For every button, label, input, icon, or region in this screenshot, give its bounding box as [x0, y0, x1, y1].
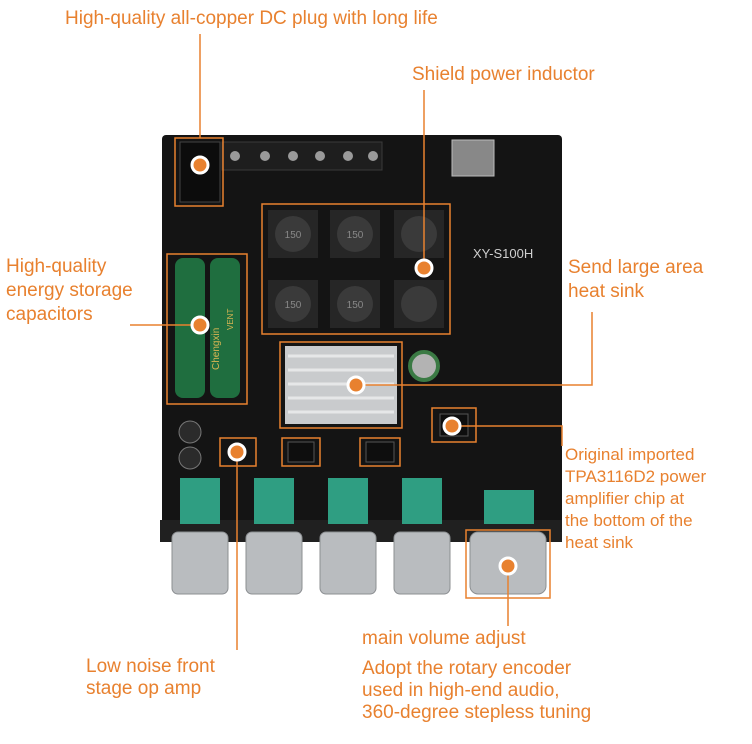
- capacitor: [175, 258, 205, 398]
- capacitor: [210, 258, 240, 398]
- inductor: 150: [268, 280, 318, 328]
- inductor-marking: 150: [285, 230, 302, 241]
- op-amp-highlight: [359, 437, 401, 467]
- small-capacitor: [178, 420, 202, 444]
- op-amp-chip: [365, 441, 395, 463]
- inductor: 150: [330, 280, 380, 328]
- label-op-amp: Low noise front stage op amp: [86, 656, 215, 699]
- chip-highlight: [431, 407, 477, 443]
- capacitor-highlight: [166, 253, 248, 405]
- inductor: 150: [330, 210, 380, 258]
- inductor-marking: 150: [347, 230, 364, 241]
- label-capacitors: High-quality energy storage capacitors: [6, 256, 133, 325]
- leader-dots: [190, 155, 518, 576]
- small-capacitor: [178, 446, 202, 470]
- inductor: 150: [268, 210, 318, 258]
- inductor-highlight: [261, 203, 451, 335]
- leader-lines: [130, 34, 593, 650]
- inductor: [394, 280, 444, 328]
- dc-plug: [179, 141, 221, 203]
- board-model: XY-S100H: [473, 246, 533, 261]
- inductor-group: 150 150 150 150: [268, 210, 444, 328]
- screw-terminal-row: [221, 141, 383, 171]
- op-amp-highlight: [281, 437, 321, 467]
- label-dc-plug: High-quality all-copper DC plug with lon…: [65, 8, 438, 29]
- terminal-screws: [230, 151, 378, 161]
- small-capacitor: [408, 350, 440, 382]
- op-amp-highlight: [219, 437, 257, 467]
- inductor-marking: 150: [285, 300, 302, 311]
- op-amp-chip: [287, 441, 315, 463]
- inductor: [394, 210, 444, 258]
- green-connector-row: [180, 478, 534, 524]
- usb-port: [451, 139, 495, 177]
- label-volume: main volume adjust: [362, 628, 526, 649]
- label-chip: Original imported TPA3116D2 power amplif…: [565, 445, 707, 552]
- knob-row: [171, 531, 547, 595]
- dc-plug-highlight: [174, 137, 224, 207]
- label-inductor: Shield power inductor: [412, 64, 595, 85]
- capacitor-vent: VENT: [226, 309, 235, 330]
- inductor-marking: 150: [347, 300, 364, 311]
- heat-sink-fins: [288, 354, 394, 414]
- label-heat-sink: Send large area heat sink: [568, 257, 704, 302]
- label-encoder: Adopt the rotary encoder used in high-en…: [362, 658, 592, 723]
- capacitor-brand: Chengxin: [211, 328, 222, 370]
